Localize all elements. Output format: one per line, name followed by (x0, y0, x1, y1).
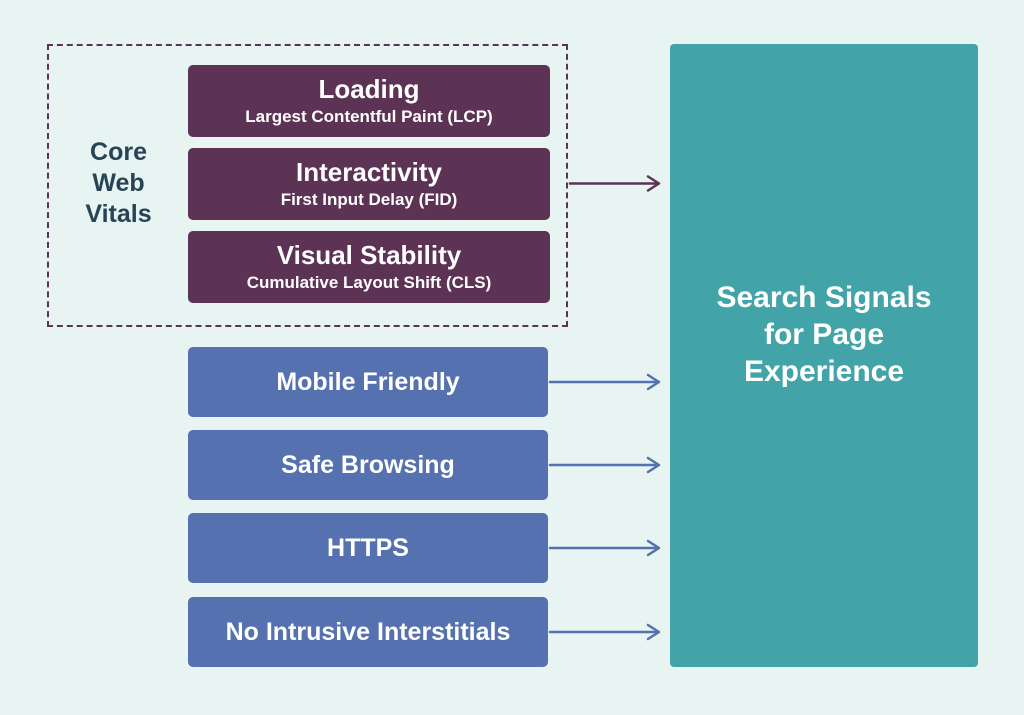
visual-stability-box: Visual Stability Cumulative Layout Shift… (188, 231, 550, 303)
arrow-core-web-vitals-icon (568, 175, 661, 192)
core-web-vitals-group: Core Web Vitals Loading Largest Contentf… (47, 44, 568, 327)
mobile-friendly-box: Mobile Friendly (188, 347, 548, 417)
https-label: HTTPS (327, 533, 409, 562)
arrow-https-icon (548, 539, 661, 557)
loading-subtitle: Largest Contentful Paint (LCP) (245, 107, 493, 127)
visual-stability-subtitle: Cumulative Layout Shift (CLS) (246, 273, 492, 293)
loading-box: Loading Largest Contentful Paint (LCP) (188, 65, 550, 137)
interactivity-box: Interactivity First Input Delay (FID) (188, 148, 550, 220)
no-intrusive-interstitials-box: No Intrusive Interstitials (188, 597, 548, 667)
loading-title: Loading (318, 73, 420, 104)
arrow-mobile-friendly-icon (548, 373, 661, 391)
https-box: HTTPS (188, 513, 548, 583)
search-signals-result-box: Search Signals for Page Experience (670, 44, 978, 667)
arrow-no-intrusive-interstitials-icon (548, 623, 661, 641)
arrow-safe-browsing-icon (548, 456, 661, 474)
visual-stability-title: Visual Stability (276, 239, 462, 270)
interactivity-subtitle: First Input Delay (FID) (280, 190, 458, 210)
safe-browsing-label: Safe Browsing (281, 450, 455, 479)
search-signals-result-label: Search Signals for Page Experience (716, 281, 932, 388)
mobile-friendly-label: Mobile Friendly (276, 367, 460, 396)
core-web-vitals-label: Core Web Vitals (85, 138, 152, 228)
no-intrusive-interstitials-label: No Intrusive Interstitials (225, 617, 511, 646)
interactivity-title: Interactivity (296, 156, 442, 187)
safe-browsing-box: Safe Browsing (188, 430, 548, 500)
